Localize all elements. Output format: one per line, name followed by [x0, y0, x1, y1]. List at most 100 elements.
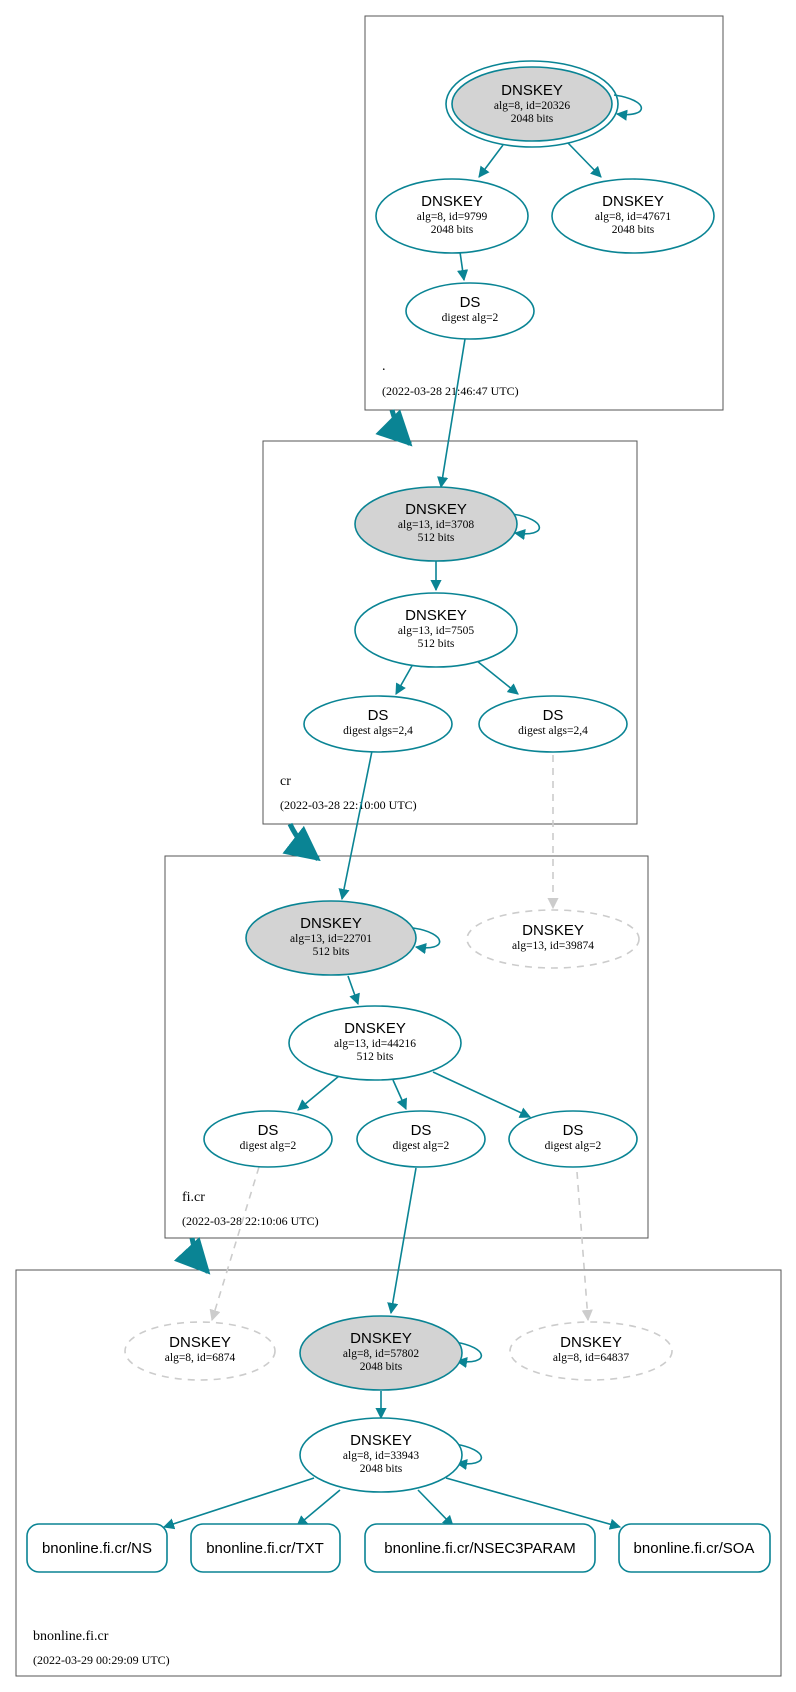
node-root-ksk[interactable]: DNSKEY alg=8, id=20326 2048 bits [445, 60, 619, 148]
node-cr-ds1[interactable]: DS digest algs=2,4 [303, 695, 453, 753]
node-fi-ksk-line2: 512 bits [313, 946, 350, 958]
node-fi-zsk-line2: 512 bits [357, 1051, 394, 1063]
rrset-nsec3param[interactable]: bnonline.fi.cr/NSEC3PARAM [364, 1523, 596, 1573]
node-cr-ds2-title: DS [543, 707, 564, 724]
node-root-zsk1-line2: 2048 bits [431, 224, 474, 236]
node-fi-zsk[interactable]: DNSKEY alg=13, id=44216 512 bits [288, 1005, 462, 1081]
node-fi-missing-line1: alg=13, id=39874 [512, 940, 594, 952]
node-fi-ds3-title: DS [563, 1122, 584, 1139]
node-bn-missing1-line1: alg=8, id=6874 [165, 1352, 236, 1364]
edge-cr-zsk-to-ds1 [395, 663, 414, 695]
node-fi-ds3-line1: digest alg=2 [545, 1140, 602, 1152]
rrset-ns[interactable]: bnonline.fi.cr/NS [26, 1523, 168, 1573]
node-bn-missing2-title: DNSKEY [560, 1334, 622, 1351]
rrset-soa[interactable]: bnonline.fi.cr/SOA [618, 1523, 771, 1573]
zone-fi-cr: fi.cr (2022-03-28 22:10:06 UTC) [164, 855, 649, 1239]
node-cr-ksk[interactable]: DNSKEY alg=13, id=3708 512 bits [354, 486, 518, 562]
edge-root-zsk1-to-ds [457, 251, 469, 282]
zone-cr-name: cr [280, 774, 291, 789]
edge-root-ds-to-cr-ksk [437, 338, 466, 489]
node-bn-zsk[interactable]: DNSKEY alg=8, id=33943 2048 bits [299, 1417, 463, 1493]
edge-fi-zsk-to-ds2 [392, 1079, 407, 1111]
node-root-zsk-9799[interactable]: DNSKEY alg=8, id=9799 2048 bits [375, 178, 529, 254]
delegation-root-to-cr [375, 409, 413, 447]
rrset-txt[interactable]: bnonline.fi.cr/TXT [190, 1523, 341, 1573]
node-root-ksk-title: DNSKEY [501, 82, 563, 99]
edge-root-ksk-to-zsk1 [478, 144, 504, 178]
node-cr-ksk-line2: 512 bits [418, 532, 455, 544]
node-fi-missing-title: DNSKEY [522, 922, 584, 939]
node-bn-missing-dnskey-6874[interactable]: DNSKEY alg=8, id=6874 [124, 1321, 276, 1381]
node-root-ksk-line1: alg=8, id=20326 [494, 100, 570, 112]
node-bn-zsk-line2: 2048 bits [360, 1463, 403, 1475]
zone-root-timestamp: (2022-03-28 21:46:47 UTC) [382, 384, 519, 398]
node-cr-ds2[interactable]: DS digest algs=2,4 [478, 695, 628, 753]
node-bn-zsk-line1: alg=8, id=33943 [343, 1450, 419, 1462]
zone-fi-cr-timestamp: (2022-03-28 22:10:06 UTC) [182, 1214, 319, 1228]
node-root-zsk2-line2: 2048 bits [612, 224, 655, 236]
node-root-zsk-47671[interactable]: DNSKEY alg=8, id=47671 2048 bits [551, 178, 715, 254]
node-root-ds-title: DS [460, 294, 481, 311]
edge-fi-ds2-to-bn-ksk [387, 1167, 417, 1315]
node-fi-ksk[interactable]: DNSKEY alg=13, id=22701 512 bits [245, 900, 417, 976]
zone-root-box [364, 15, 724, 411]
delegation-cr-to-fi-cr [282, 822, 321, 862]
edge-bn-zsk-to-nsec3param [417, 1489, 454, 1527]
node-root-ds[interactable]: DS digest alg=2 [405, 282, 535, 340]
zone-fi-cr-name: fi.cr [182, 1190, 205, 1205]
node-fi-ds2-title: DS [411, 1122, 432, 1139]
node-bn-ksk-line2: 2048 bits [360, 1361, 403, 1373]
node-cr-zsk[interactable]: DNSKEY alg=13, id=7505 512 bits [354, 592, 518, 668]
node-cr-zsk-title: DNSKEY [405, 607, 467, 624]
node-fi-ds3[interactable]: DS digest alg=2 [508, 1110, 638, 1168]
zone-cr: cr (2022-03-28 22:10:00 UTC) [262, 440, 638, 825]
node-root-zsk2-line1: alg=8, id=47671 [595, 211, 671, 223]
node-fi-ds2-line1: digest alg=2 [393, 1140, 450, 1152]
edge-cr-ksk-self [511, 513, 541, 541]
node-root-ksk-line2: 2048 bits [511, 113, 554, 125]
rrset-nsec3param-label: bnonline.fi.cr/NSEC3PARAM [384, 1540, 575, 1557]
edge-bn-zsk-to-ns [162, 1477, 315, 1530]
node-root-zsk2-title: DNSKEY [602, 193, 664, 210]
node-bn-ksk-line1: alg=8, id=57802 [343, 1348, 419, 1360]
rrset-soa-label: bnonline.fi.cr/SOA [634, 1540, 755, 1557]
edge-cr-zsk-to-ds2 [476, 660, 519, 695]
zone-bnonline-timestamp: (2022-03-29 00:29:09 UTC) [33, 1653, 170, 1667]
edge-bn-zsk-to-soa [445, 1477, 622, 1530]
node-fi-missing-dnskey[interactable]: DNSKEY alg=13, id=39874 [466, 909, 640, 969]
node-fi-ds1-line1: digest alg=2 [240, 1140, 297, 1152]
node-root-zsk1-line1: alg=8, id=9799 [417, 211, 488, 223]
node-bn-zsk-title: DNSKEY [350, 1432, 412, 1449]
edge-cr-ds1-to-fi-ksk [338, 750, 373, 901]
zone-cr-box [262, 440, 638, 825]
node-cr-ksk-title: DNSKEY [405, 501, 467, 518]
edge-bn-ksk-self [453, 1341, 483, 1369]
rrset-ns-label: bnonline.fi.cr/NS [42, 1540, 152, 1557]
node-bn-ksk-title: DNSKEY [350, 1330, 412, 1347]
node-cr-ds1-title: DS [368, 707, 389, 724]
node-fi-ksk-line1: alg=13, id=22701 [290, 933, 372, 945]
edge-bn-zsk-self [453, 1443, 483, 1471]
node-cr-ds1-line1: digest algs=2,4 [343, 725, 413, 737]
delegation-fi-cr-to-bnonline [173, 1236, 211, 1275]
edge-fi-ds1-to-bn-missing1 [209, 1166, 260, 1322]
zone-root: . (2022-03-28 21:46:47 UTC) [364, 15, 724, 411]
node-bn-ksk[interactable]: DNSKEY alg=8, id=57802 2048 bits [299, 1315, 463, 1391]
edge-fi-ksk-to-zsk [347, 975, 360, 1006]
node-root-ds-line1: digest alg=2 [442, 312, 499, 324]
edge-root-ksk-self [613, 94, 643, 121]
node-fi-ds2[interactable]: DS digest alg=2 [356, 1110, 486, 1168]
edge-fi-zsk-to-ds1 [297, 1075, 340, 1111]
node-cr-ds2-line1: digest algs=2,4 [518, 725, 588, 737]
node-cr-zsk-line1: alg=13, id=7505 [398, 625, 474, 637]
zone-bnonline-fi-cr: bnonline.fi.cr (2022-03-29 00:29:09 UTC) [15, 1269, 782, 1677]
node-root-zsk1-title: DNSKEY [421, 193, 483, 210]
edge-fi-zsk-to-ds3 [432, 1071, 532, 1118]
node-bn-missing-dnskey-64837[interactable]: DNSKEY alg=8, id=64837 [509, 1321, 673, 1381]
edge-bn-zsk-to-txt [296, 1489, 341, 1527]
zone-root-name: . [382, 359, 386, 374]
edge-fi-ds3-to-bn-missing2 [576, 1171, 593, 1322]
node-fi-ds1[interactable]: DS digest alg=2 [203, 1110, 333, 1168]
node-cr-zsk-line2: 512 bits [418, 638, 455, 650]
